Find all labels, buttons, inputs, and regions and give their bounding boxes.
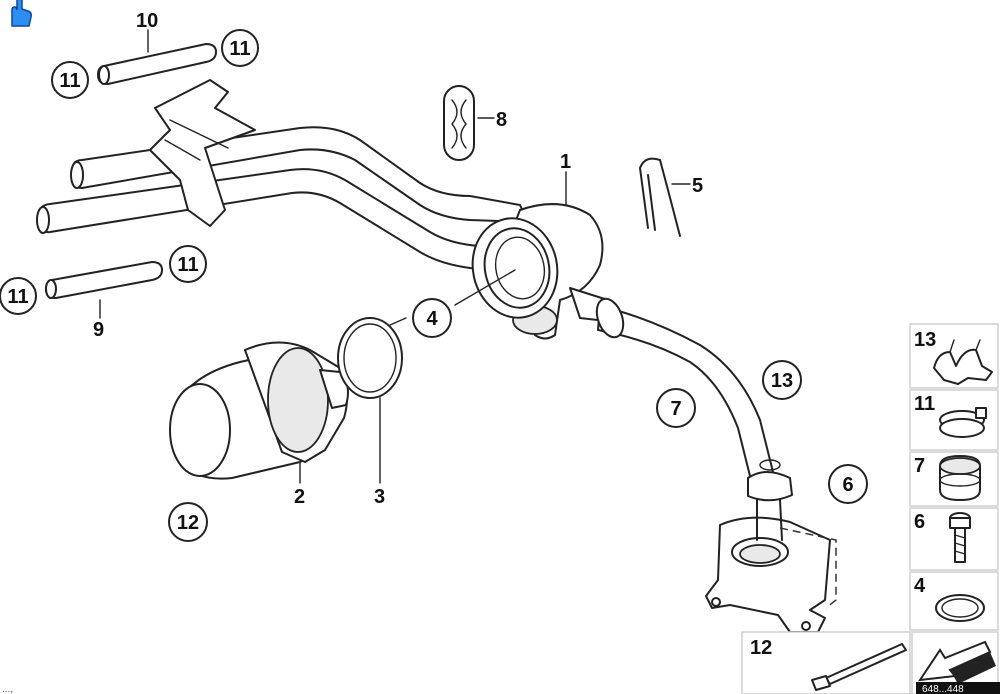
svg-text:11: 11 — [59, 70, 80, 92]
label-5: 5 — [692, 175, 703, 197]
hand-cursor-icon — [11, 0, 32, 27]
callout-11-mid-left: 11 — [0, 277, 37, 315]
footer-left: ..., — [2, 684, 13, 694]
callout-7: 7 — [656, 388, 696, 428]
leader-lines — [99, 29, 691, 484]
vent-hose — [595, 297, 793, 502]
svg-text:12: 12 — [177, 512, 199, 534]
label-9: 9 — [93, 319, 104, 341]
svg-text:7: 7 — [914, 455, 925, 477]
legend-4: 4 — [909, 571, 999, 631]
svg-text:4: 4 — [914, 575, 926, 597]
label-8: 8 — [496, 109, 507, 131]
svg-text:13: 13 — [914, 329, 936, 351]
seal-8 — [443, 85, 475, 161]
o-ring-3 — [337, 317, 403, 399]
label-10: 10 — [136, 10, 158, 32]
svg-text:11: 11 — [177, 254, 198, 276]
svg-text:11: 11 — [229, 38, 250, 60]
legend-12: 12 — [741, 631, 911, 694]
svg-text:6: 6 — [914, 511, 925, 533]
svg-text:11: 11 — [914, 393, 935, 415]
filler-flange — [705, 499, 831, 633]
clip-5 — [639, 157, 681, 237]
legend-13: 13 — [909, 323, 999, 389]
callout-4: 4 — [412, 298, 452, 338]
footer-stamp-bar — [916, 682, 1000, 694]
legend-7: 7 — [909, 451, 999, 507]
svg-text:4: 4 — [426, 308, 438, 330]
svg-text:6: 6 — [842, 474, 853, 496]
filler-pipes — [36, 79, 529, 271]
callout-13: 13 — [762, 360, 802, 400]
label-1: 1 — [560, 151, 571, 173]
svg-text:11: 11 — [7, 286, 28, 308]
svg-text:7: 7 — [670, 398, 681, 420]
fuel-cap — [169, 341, 349, 480]
callout-12: 12 — [168, 502, 208, 542]
svg-text:13: 13 — [771, 370, 793, 392]
legend-6: 6 — [909, 507, 999, 571]
legend-11: 11 — [909, 389, 999, 451]
callout-11-top-left: 11 — [51, 61, 89, 99]
callout-11-mid-right: 11 — [169, 245, 207, 283]
callout-11-top-right: 11 — [221, 29, 259, 67]
footer-stamp: 648...448 — [922, 684, 964, 694]
flange-dash-leader — [779, 527, 837, 609]
label-3: 3 — [374, 486, 385, 508]
svg-text:12: 12 — [750, 637, 772, 659]
label-2: 2 — [294, 486, 305, 508]
short-hose-9 — [45, 261, 163, 299]
filler-neck-housing — [471, 203, 616, 340]
callout-6: 6 — [828, 464, 868, 504]
short-hose-10 — [97, 43, 217, 85]
